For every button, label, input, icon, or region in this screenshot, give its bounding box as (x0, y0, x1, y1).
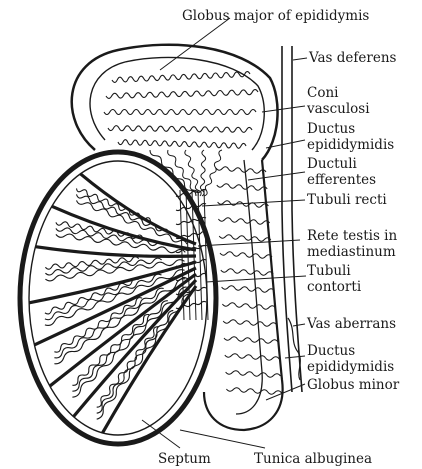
tubule-coil (56, 228, 164, 246)
epididymis-coil (219, 235, 271, 241)
label-rete-testis-2: mediastinum (307, 244, 396, 260)
septum-line (36, 247, 197, 257)
globus-coil (104, 110, 256, 115)
label-ductus-epididymidis-top-1: Ductus (307, 121, 355, 137)
rete-strand (176, 231, 206, 238)
septum-line (50, 274, 196, 386)
septum-line (29, 262, 196, 303)
label-vas-aberrans: Vas aberrans (306, 316, 396, 332)
tubule-coil (77, 194, 169, 232)
rete-strand (204, 190, 208, 320)
globus-coil (112, 72, 250, 83)
label-coni-vasculosi-2: vasculosi (306, 101, 370, 117)
label-tubuli-contorti-1: Tubuli (307, 263, 351, 279)
label-ductus-epididymidis-bottom-1: Ductus (307, 343, 355, 359)
label-vas-deferens: Vas deferens (308, 50, 397, 66)
globus-coil (106, 90, 258, 99)
vas-deferens-illustration (282, 46, 302, 392)
epididymis-coil (217, 184, 267, 190)
septum-line (74, 280, 197, 417)
label-coni-vasculosi-1: Coni (307, 85, 339, 101)
rete-strand (176, 259, 206, 266)
testis-illustration (20, 152, 216, 444)
label-globus-major: Globus major of epididymis (182, 8, 369, 24)
epididymis-coil (216, 167, 266, 173)
label-septum: Septum (158, 451, 211, 467)
epididymis-coil (222, 303, 275, 309)
epididymis-coil (218, 218, 269, 224)
globus-major-illustration (72, 45, 278, 196)
epididymis-coil (220, 252, 272, 258)
tubule-coil (97, 327, 159, 408)
label-ductus-epididymidis-bottom-2: epididymidis (307, 359, 394, 375)
efferent-duct (204, 150, 222, 196)
epididymis-coil (226, 371, 281, 377)
globus-coil (108, 126, 252, 133)
label-ductuli-efferentes-1: Ductuli (307, 156, 358, 172)
label-tubuli-recti: Tubuli recti (307, 192, 387, 208)
epididymis-coil (225, 354, 279, 360)
epididymis-coil (226, 388, 281, 394)
epididymis-coil (221, 269, 273, 275)
epididymis-coil (223, 320, 277, 326)
efferent-duct (185, 150, 201, 196)
tubule-coil (45, 257, 138, 270)
rete-strand (198, 190, 202, 320)
tubule-coil (77, 188, 151, 221)
epididymis-coil (222, 286, 275, 292)
globus-coil (118, 140, 246, 149)
label-globus-minor: Globus minor (307, 377, 400, 393)
label-rete-testis-1: Rete testis in (307, 228, 397, 244)
label-tubuli-contorti-2: contorti (307, 279, 362, 295)
label-tunica-albuginea: Tunica albuginea (254, 451, 372, 467)
label-ductus-epididymidis-top-2: epididymidis (307, 137, 394, 153)
label-ductuli-efferentes-2: efferentes (307, 172, 376, 188)
tubule-coil (72, 287, 186, 397)
epididymis-coil (224, 337, 278, 343)
